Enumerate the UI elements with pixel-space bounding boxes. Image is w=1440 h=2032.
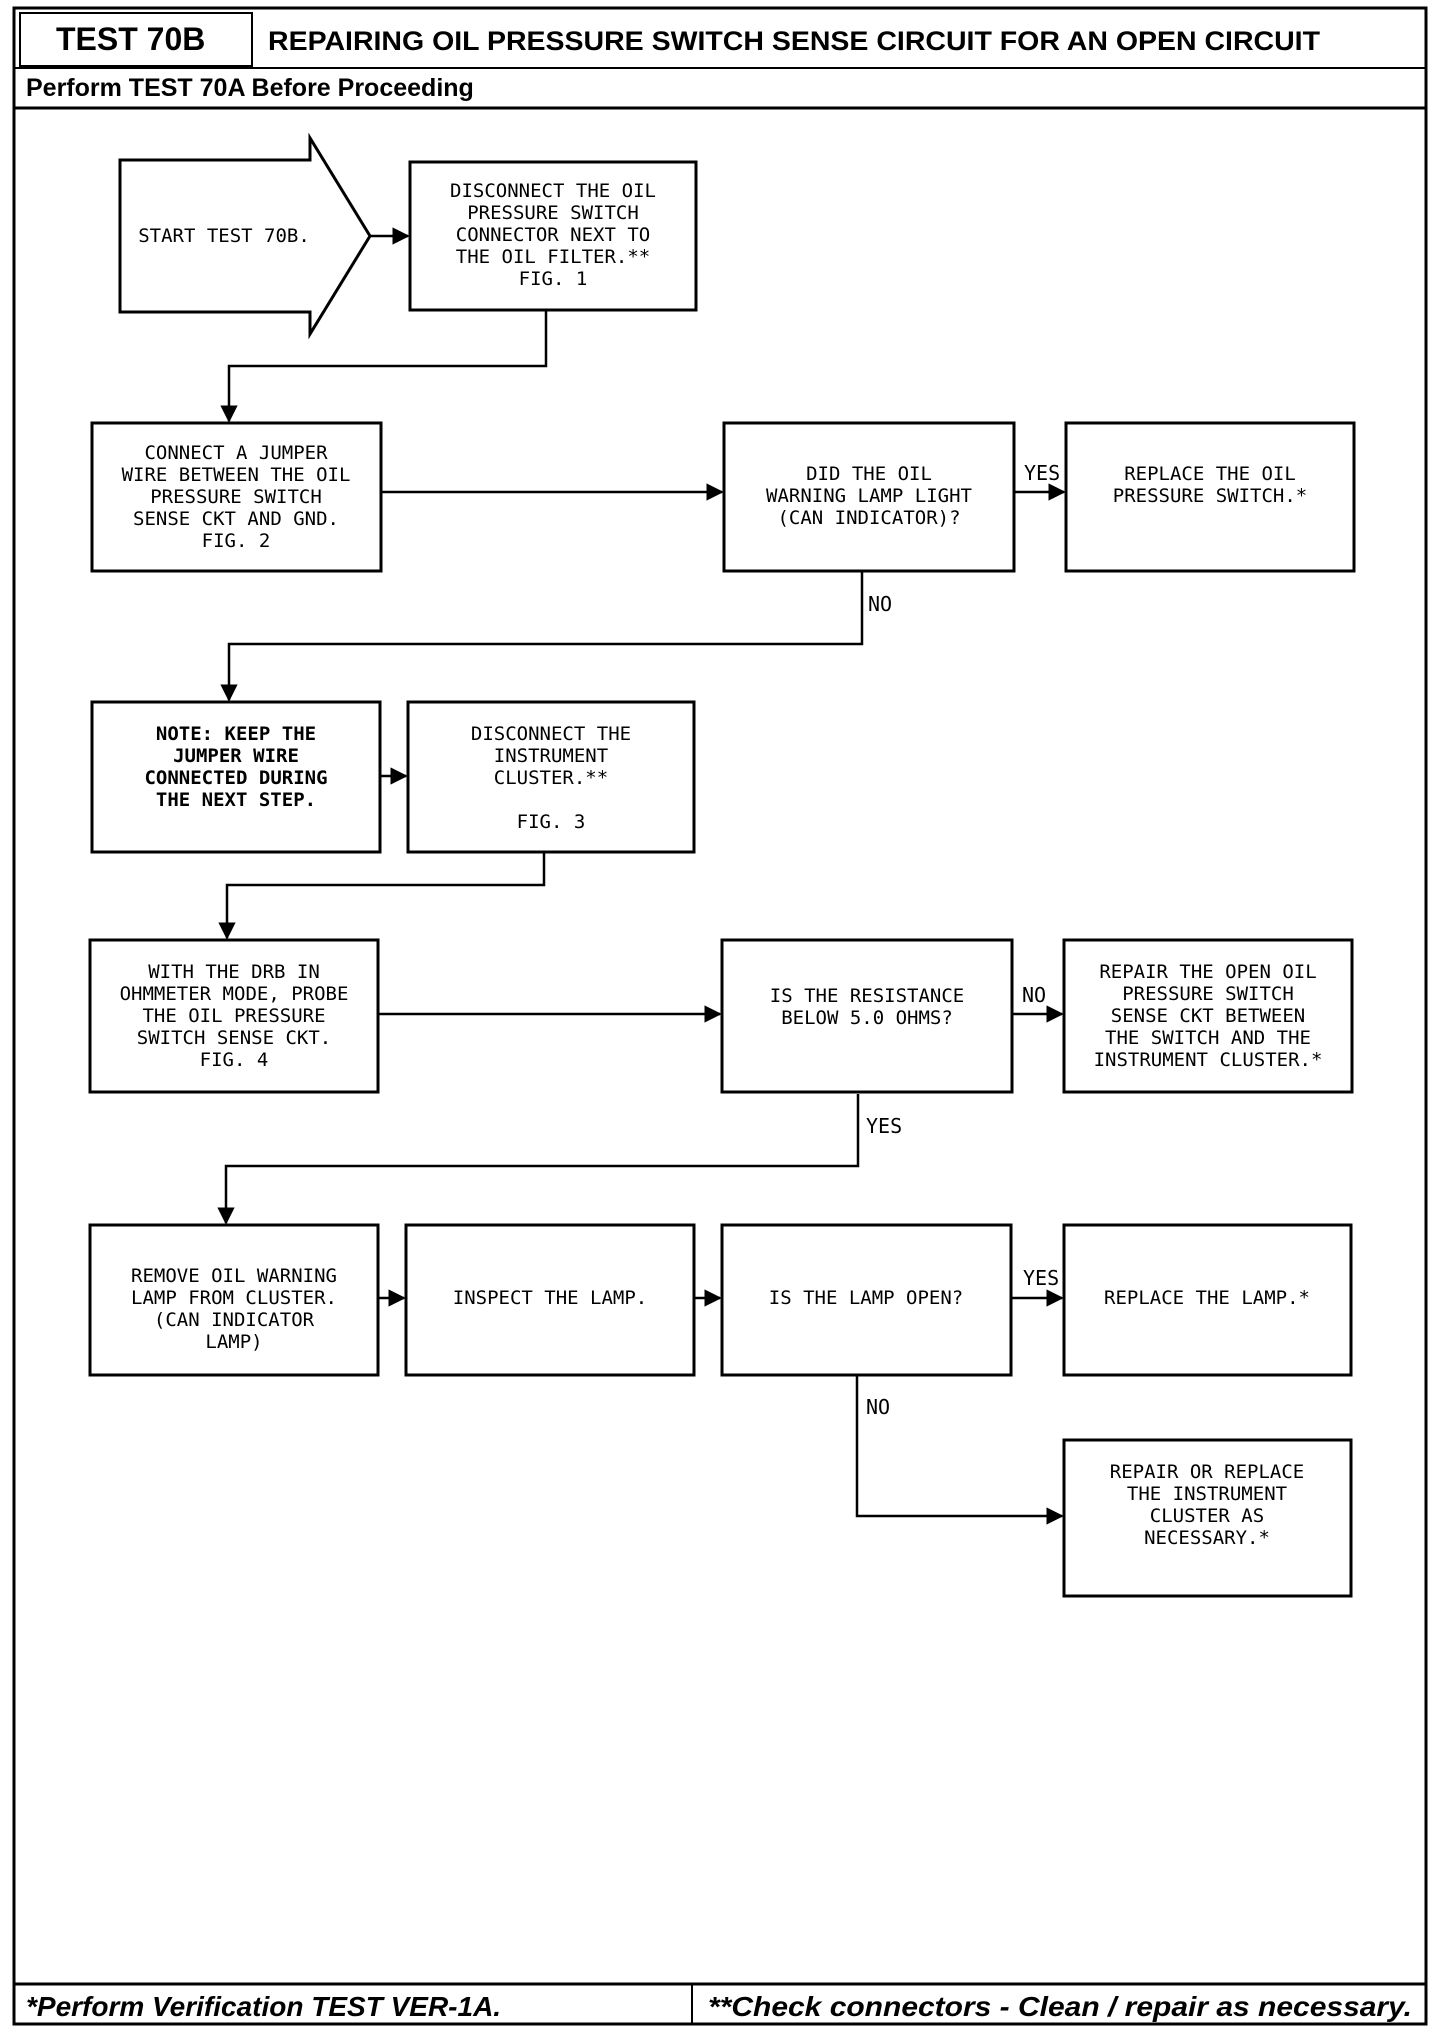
step-text-line: CONNECT A JUMPER	[144, 442, 328, 464]
step-text-line: PRESSURE SWITCH.*	[1113, 485, 1307, 507]
connector-lamp-open-no	[855, 1376, 1064, 1525]
step-text-line: PRESSURE SWITCH	[467, 202, 639, 224]
step-text-line: SENSE CKT BETWEEN	[1111, 1005, 1305, 1027]
step-text-line: CONNECTOR NEXT TO	[456, 224, 650, 246]
step-text-line: THE NEXT STEP.	[156, 789, 316, 811]
step-text-line: (CAN INDICATOR	[154, 1309, 315, 1331]
step-text-line: THE OIL PRESSURE	[142, 1005, 325, 1027]
step-text-line: THE OIL FILTER.**	[456, 246, 650, 268]
step-text-line: REPLACE THE LAMP.*	[1104, 1287, 1310, 1309]
step-text-line: DID THE OIL	[806, 463, 932, 485]
step-text-line: IS THE LAMP OPEN?	[769, 1287, 963, 1309]
branch-label-yes: YES	[1023, 1266, 1059, 1290]
step-text-line: WITH THE DRB IN	[148, 961, 320, 983]
step-text-line: FIG. 1	[519, 268, 588, 290]
step-text-line: FIG. 3	[517, 811, 586, 833]
step-text-line: BELOW 5.0 OHMS?	[781, 1007, 953, 1029]
step-text-line: NECESSARY.*	[1144, 1527, 1270, 1549]
step-text-line: (CAN INDICATOR)?	[777, 507, 960, 529]
page-title: REPAIRING OIL PRESSURE SWITCH SENSE CIRC…	[268, 26, 1321, 56]
step-text-line: NOTE: KEEP THE	[156, 723, 316, 745]
step-text-line: DISCONNECT THE	[471, 723, 631, 745]
step-text-line: PRESSURE SWITCH	[1122, 983, 1294, 1005]
page-subtitle: Perform TEST 70A Before Proceeding	[26, 74, 474, 102]
decision-lamp-open: IS THE LAMP OPEN?	[720, 1223, 1013, 1377]
step-text-line: CLUSTER.**	[494, 767, 608, 789]
step-text-line: OHMMETER MODE, PROBE	[120, 983, 349, 1005]
svg-text:IS THE LAMP OPEN?: IS THE LAMP OPEN?	[769, 1287, 963, 1309]
step-text-line: REPAIR THE OPEN OIL	[1099, 961, 1316, 983]
start-arrow-shape	[118, 132, 372, 340]
step-text-line: SENSE CKT AND GND.	[133, 508, 339, 530]
step-text-line: REPLACE THE OIL	[1124, 463, 1296, 485]
connector-cluster-to-probe	[218, 852, 546, 940]
svg-text:INSPECT THE LAMP.: INSPECT THE LAMP.	[453, 1287, 647, 1309]
test-id-box	[19, 12, 253, 67]
branch-label-yes: YES	[866, 1114, 902, 1138]
step-text-line: REPAIR OR REPLACE	[1110, 1461, 1304, 1483]
step-text-line: WIRE BETWEEN THE OIL	[122, 464, 351, 486]
step-text-line: IS THE RESISTANCE	[770, 985, 964, 1007]
step-text-line: JUMPER WIRE	[173, 745, 299, 767]
connector-resistance-yes	[217, 1094, 860, 1225]
svg-text:REPLACE THE LAMP.*: REPLACE THE LAMP.*	[1104, 1287, 1310, 1309]
branch-label-no: NO	[868, 592, 892, 616]
footer-connectors-note: **Check connectors - Clean / repair as n…	[708, 1991, 1412, 2022]
branch-label-no: NO	[1022, 983, 1046, 1007]
branch-label-no: NO	[866, 1395, 890, 1419]
step-text-line: FIG. 4	[200, 1049, 269, 1071]
step-text-line: LAMP FROM CLUSTER.	[131, 1287, 337, 1309]
step-text-line: WARNING LAMP LIGHT	[766, 485, 972, 507]
step-replace-lamp: REPLACE THE LAMP.*	[1062, 1223, 1353, 1377]
step-text-line: SWITCH SENSE CKT.	[137, 1027, 331, 1049]
start-step-text: START TEST 70B.	[138, 225, 310, 247]
step-inspect-lamp: INSPECT THE LAMP.	[404, 1223, 696, 1377]
step-text-line: FIG. 2	[202, 530, 271, 552]
step-text-line: INSTRUMENT	[494, 745, 608, 767]
step-text-line: THE INSTRUMENT	[1127, 1483, 1287, 1505]
step-text-line: PRESSURE SWITCH	[150, 486, 322, 508]
step-text-line: INSPECT THE LAMP.	[453, 1287, 647, 1309]
step-text-line: REMOVE OIL WARNING	[131, 1265, 337, 1287]
step-text-line: CONNECTED DURING	[144, 767, 327, 789]
connector-disconnect-to-jumper	[220, 310, 548, 423]
step-text-line: THE SWITCH AND THE	[1105, 1027, 1311, 1049]
outer-frame	[12, 6, 1428, 2026]
step-text-line: INSTRUMENT CLUSTER.*	[1094, 1049, 1323, 1071]
step-text-line: DISCONNECT THE OIL	[450, 180, 656, 202]
connector-lamp-no	[220, 572, 864, 702]
branch-label-yes: YES	[1024, 461, 1060, 485]
test-id: TEST 70B	[56, 21, 205, 57]
footer-verification-note: *Perform Verification TEST VER-1A.	[26, 1991, 501, 2022]
step-text-line: CLUSTER AS	[1150, 1505, 1264, 1527]
step-text-line: LAMP)	[205, 1331, 262, 1353]
